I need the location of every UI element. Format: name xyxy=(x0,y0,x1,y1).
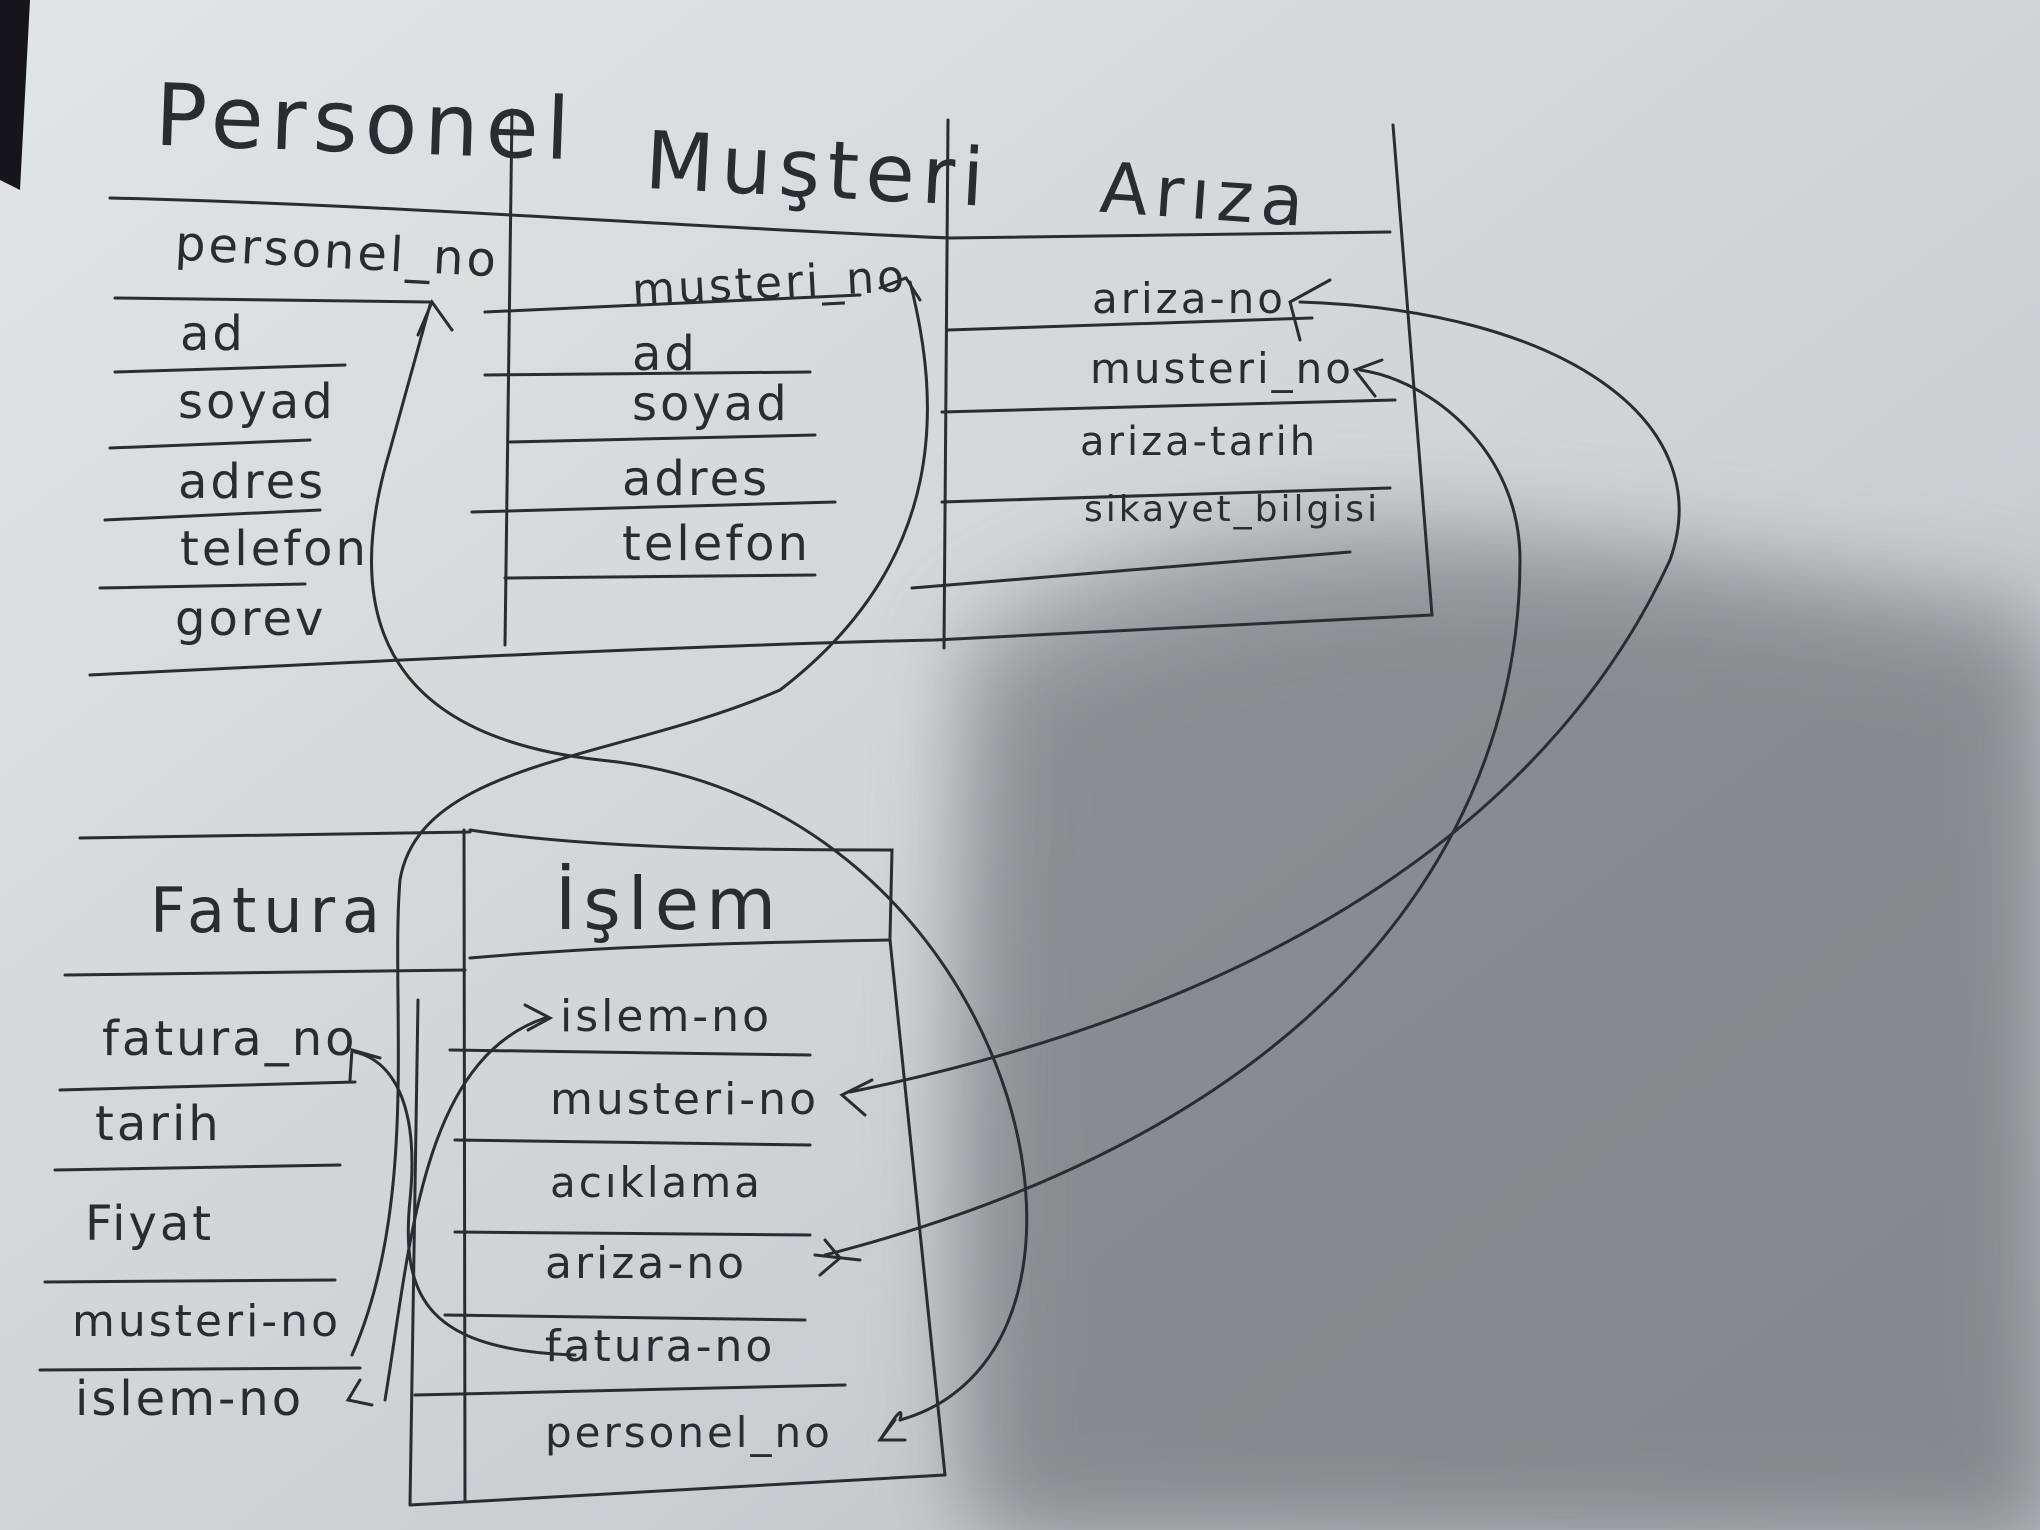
arrowhead-musteri-no xyxy=(878,276,922,302)
arrowhead-ariza-musteri-no xyxy=(1352,358,1384,398)
personel-table-title: Personel xyxy=(153,65,579,181)
personel-field-telefon: telefon xyxy=(180,521,369,577)
islem-field-personel-no: personel_no xyxy=(545,1408,833,1457)
islem-field-ariza-no: ariza-no xyxy=(545,1238,748,1289)
musteri-field-telefon: telefon xyxy=(622,516,811,572)
arrow-islem-musteri-to-ariza xyxy=(848,300,1681,1094)
personel-field-ad: ad xyxy=(180,306,246,362)
personel-field-adres: adres xyxy=(178,454,327,510)
ariza-table-title: Arıza xyxy=(1097,146,1314,244)
hand-shadow-core xyxy=(988,588,2040,1530)
arrow-fatura-musteri-to-musteri xyxy=(350,280,929,1357)
ariza-field-musteri-no: musteri_no xyxy=(1090,344,1354,393)
arrow-islem-personel-to-personel xyxy=(370,303,1029,1422)
pointer-heads xyxy=(345,1078,907,1442)
ariza-field-ariza-tarih: ariza-tarih xyxy=(1080,419,1319,465)
table-lines xyxy=(38,108,1434,1507)
islem-field-aciklama: acıklama xyxy=(550,1158,763,1207)
personel-field-gorev: gorev xyxy=(175,591,327,647)
arrowhead-ariza-no xyxy=(1288,278,1332,342)
musteri-field-soyad: soyad xyxy=(632,376,790,432)
arrowhead-personel-no xyxy=(416,298,454,337)
arrowhead-islem-no xyxy=(523,1003,554,1032)
relation-arrows xyxy=(348,276,1681,1442)
arrow-fatura-islem-to-islem xyxy=(383,1016,547,1402)
fatura-field-tarih: tarih xyxy=(95,1096,222,1152)
arrow-islem-ariza-to-ariza-musteri xyxy=(823,368,1522,1257)
fatura-table-title: Fatura xyxy=(150,874,388,947)
islem-field-musteri-no: musteri-no xyxy=(550,1074,819,1125)
fatura-field-fiyat: Fiyat xyxy=(85,1196,215,1252)
ariza-field-sikayet-bilgisi: sikayet_bilgisi xyxy=(1084,489,1381,530)
musteri-field-adres: adres xyxy=(622,451,771,507)
fatura-field-islem-no: islem-no xyxy=(75,1371,305,1427)
musteri-table-title: Muşteri xyxy=(642,114,994,225)
fatura-field-fatura-no: fatura_no xyxy=(102,1011,358,1067)
fatura-field-musteri-no: musteri-no xyxy=(72,1296,341,1347)
musteri-field-ad: ad xyxy=(632,326,698,382)
islem-field-fatura-no: fatura-no xyxy=(545,1321,776,1372)
arrow-islem-fatura-to-fatura xyxy=(353,1050,577,1357)
islem-field-islem-no: islem-no xyxy=(560,991,772,1042)
ariza-field-ariza-no: ariza-no xyxy=(1092,274,1286,323)
islem-table-title: İşlem xyxy=(555,862,784,946)
personel-field-soyad: soyad xyxy=(178,374,336,430)
arrowhead-fatura-no xyxy=(348,1048,382,1082)
